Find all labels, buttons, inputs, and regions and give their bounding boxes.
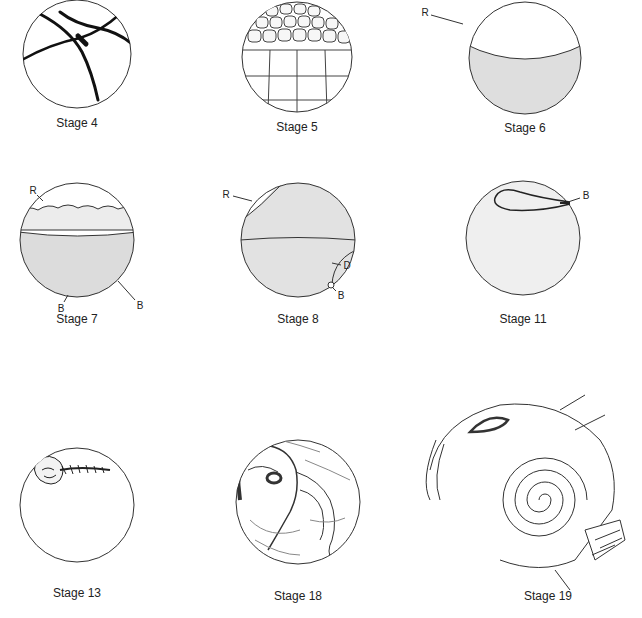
egg-outline xyxy=(23,0,131,108)
stage-label: Stage 13 xyxy=(53,587,101,600)
egg-outline xyxy=(469,2,581,114)
stage-label: Stage 5 xyxy=(276,121,317,134)
leader-line xyxy=(118,281,135,300)
stage-label: Stage 8 xyxy=(277,313,318,326)
egg-outline xyxy=(20,183,134,297)
part-letter: B xyxy=(338,290,345,301)
leader-line xyxy=(37,195,43,201)
part-letter: R xyxy=(222,189,229,200)
leader-line xyxy=(431,15,463,24)
egg-outline xyxy=(236,440,360,564)
leader-line xyxy=(64,295,68,302)
egg-outline xyxy=(20,448,134,562)
part-letter: B xyxy=(583,190,590,201)
part-letter: B xyxy=(137,300,144,311)
stage-label: Stage 6 xyxy=(504,122,545,135)
leader-line xyxy=(568,198,580,202)
leader-line xyxy=(332,263,341,265)
egg-outline xyxy=(466,181,580,295)
leader-line xyxy=(233,196,252,201)
leader-line xyxy=(333,288,336,291)
stage-label: Stage 7 xyxy=(56,313,97,326)
egg-outline xyxy=(242,2,352,112)
stage-label: Stage 18 xyxy=(274,590,322,603)
stage-label: Stage 11 xyxy=(499,313,546,326)
part-letter: D xyxy=(343,260,350,271)
stage-label: Stage 4 xyxy=(56,117,97,130)
egg-outline xyxy=(241,183,355,297)
tadpole-drawing xyxy=(426,395,625,590)
part-letter: R xyxy=(421,7,428,18)
blastopore-dot xyxy=(328,282,334,288)
part-letter: B xyxy=(58,303,65,314)
stage-label: Stage 19 xyxy=(524,590,572,603)
part-letter: R xyxy=(29,185,36,196)
